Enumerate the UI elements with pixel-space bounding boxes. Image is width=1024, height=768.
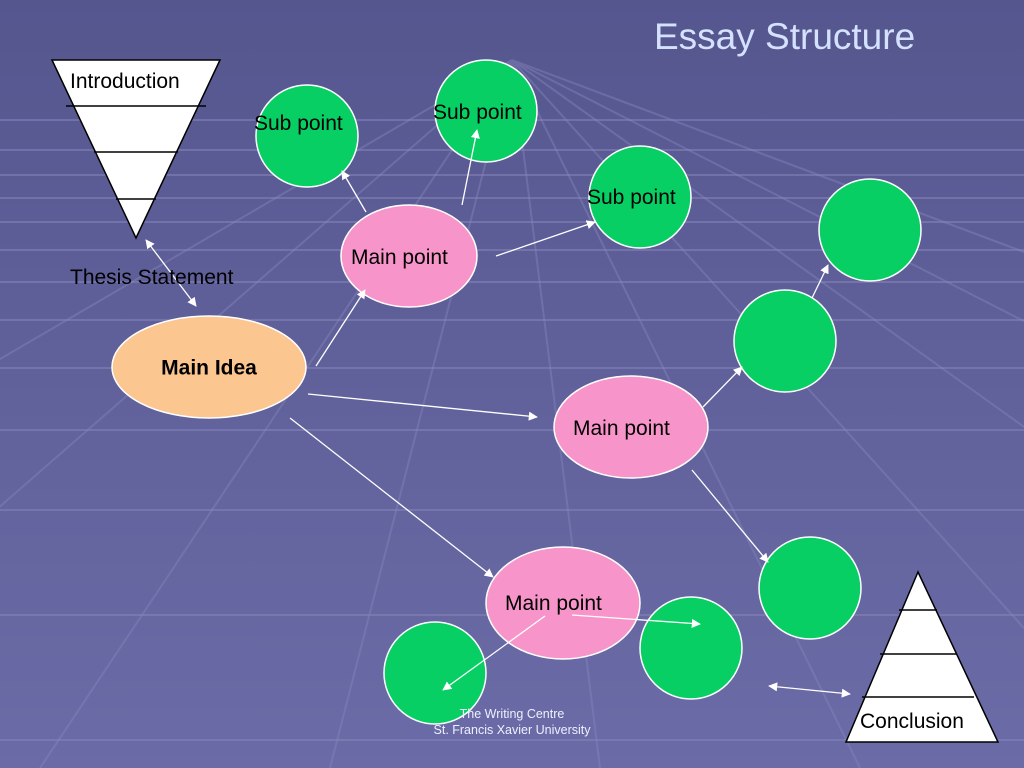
arrow-point-1-to-sub-3 xyxy=(495,220,596,257)
introduction-label: Introduction xyxy=(70,70,180,93)
arrow-point-2-to-support-3 xyxy=(691,469,769,563)
thesis-statement-label: Thesis Statement xyxy=(70,266,234,289)
sub-point-circle-1 xyxy=(255,84,359,188)
arrow-idea-to-point-2 xyxy=(307,393,538,421)
sub-point-label-1: Sub point xyxy=(254,112,343,135)
slide-title: Essay Structure xyxy=(654,16,916,57)
arrow-point-1-to-sub-2 xyxy=(461,129,480,206)
arrow-conclusion-link xyxy=(768,682,851,698)
arrow-idea-to-point-3 xyxy=(289,417,494,578)
arrow-point-1-to-sub-1 xyxy=(341,170,367,213)
main-point-ellipse-1 xyxy=(340,204,478,308)
slide-footer: The Writing Centre St. Francis Xavier Un… xyxy=(434,706,591,738)
sub-point-label-3: Sub point xyxy=(587,186,676,209)
arrow-point-2-to-support-2 xyxy=(702,366,743,408)
arrow-point-3-to-support-5 xyxy=(442,615,546,691)
sub-point-circle-3 xyxy=(588,145,692,249)
main-idea-ellipse xyxy=(111,315,307,419)
sub-point-circle-2 xyxy=(434,59,538,163)
support-circle-4 xyxy=(639,596,743,700)
conclusion-pyramid xyxy=(844,570,1000,743)
support-circle-5 xyxy=(383,621,487,725)
main-point-ellipse-2 xyxy=(553,375,709,479)
introduction-funnel xyxy=(50,59,222,240)
main-point-label-1: Main point xyxy=(351,246,448,269)
main-point-label-2: Main point xyxy=(573,417,670,440)
support-circle-3 xyxy=(758,536,862,640)
footer-line-2: St. Francis Xavier University xyxy=(433,723,591,737)
footer-line-1: The Writing Centre xyxy=(459,707,565,721)
arrow-support-2-to-support-1 xyxy=(811,264,829,299)
main-point-label-3: Main point xyxy=(505,592,602,615)
arrow-thesis-link xyxy=(145,239,197,307)
arrow-idea-to-point-1 xyxy=(315,289,366,367)
conclusion-label: Conclusion xyxy=(860,710,964,733)
sub-point-label-2: Sub point xyxy=(433,101,522,124)
support-circle-2 xyxy=(733,289,837,393)
main-idea-label: Main Idea xyxy=(161,356,257,380)
support-circle-1 xyxy=(818,178,922,282)
arrow-point-3-to-support-4 xyxy=(571,614,701,628)
